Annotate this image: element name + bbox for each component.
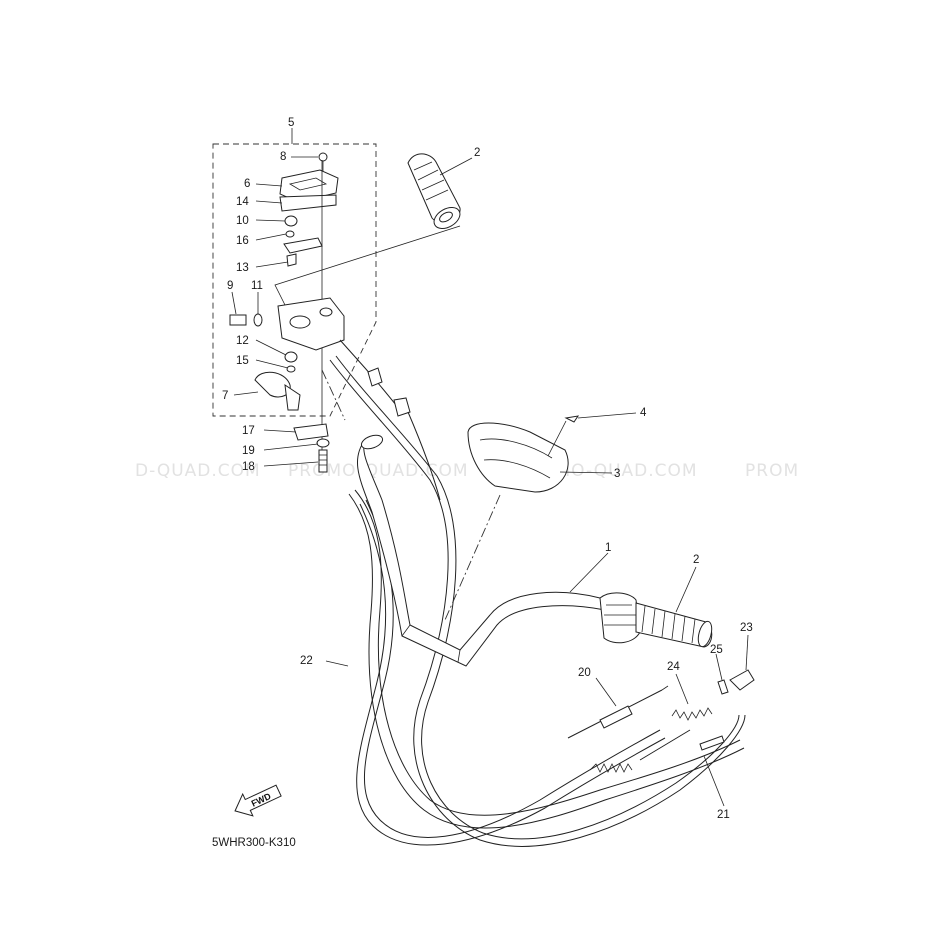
callout-3: 3 [614, 468, 620, 480]
callout-24: 24 [667, 661, 680, 673]
callout-4: 4 [640, 407, 647, 419]
rod-25 [717, 679, 729, 695]
callout-1: 1 [605, 542, 611, 554]
switch-housing [277, 297, 345, 351]
lever-7 [254, 371, 301, 411]
callout-6: 6 [244, 178, 250, 190]
callout-17: 17 [242, 425, 255, 437]
callout-9: 9 [227, 280, 233, 292]
fwd-arrow-icon: FWD [234, 784, 282, 817]
spring-24 [671, 707, 713, 721]
nut-10 [284, 215, 298, 227]
grip-2-right [635, 602, 713, 648]
bolt-18 [318, 449, 328, 473]
callout-16: 16 [236, 235, 249, 247]
watermark: D-QUAD.COM PROMO-QUAD.COM PROMO-QUAD.COM… [135, 461, 799, 481]
bracket-23 [729, 669, 755, 691]
callout-22: 22 [300, 655, 313, 667]
callout-2-top: 2 [474, 147, 480, 159]
throttle-housing [599, 592, 641, 644]
callout-2-right: 2 [693, 554, 699, 566]
callout-19: 19 [242, 445, 255, 457]
cap-4 [564, 415, 580, 423]
screw-13 [286, 253, 297, 267]
washer-19 [316, 438, 330, 448]
cable-22 [348, 489, 745, 846]
assembly-box-5 [212, 143, 377, 417]
watermark-text-2: PROMO-QUAD.COM [288, 461, 469, 481]
grip-2-top [407, 153, 461, 229]
callout-11: 11 [251, 280, 263, 292]
bolt-9 [229, 314, 247, 326]
diagram-code: 5WHR300-K310 [212, 837, 296, 849]
callout-18: 18 [242, 461, 255, 473]
callout-8: 8 [280, 151, 286, 163]
cable-20 [567, 685, 669, 739]
housing-ref-line [321, 369, 346, 421]
lever-plate [283, 237, 323, 254]
clamp-17 [293, 423, 329, 441]
callout-25: 25 [710, 644, 723, 656]
watermark-text-4: PROM [745, 461, 799, 481]
cable-21-spring [589, 729, 725, 773]
callout-13: 13 [236, 262, 249, 274]
callout-12: 12 [236, 335, 249, 347]
cover-ref-line [444, 494, 501, 621]
collar-11 [253, 313, 263, 327]
callout-5: 5 [288, 117, 294, 129]
callout-15: 15 [236, 355, 249, 367]
plate-14 [279, 194, 337, 212]
callout-10: 10 [236, 215, 249, 227]
callout-14: 14 [236, 196, 249, 208]
screw-8 [318, 152, 328, 172]
nut-12 [284, 351, 298, 363]
throttle-cable [339, 339, 441, 501]
callout-21: 21 [717, 809, 730, 821]
grip-ref-line [274, 225, 461, 306]
callouts: 5 8 6 14 10 16 13 9 11 12 15 7 17 19 18 … [222, 117, 753, 821]
callout-23: 23 [740, 622, 753, 634]
watermark-text-1: D-QUAD.COM [135, 461, 261, 481]
cover-6 [279, 169, 339, 203]
washer-16 [285, 230, 295, 238]
callout-7: 7 [222, 390, 228, 402]
washer-15 [286, 365, 296, 373]
leader-lines [231, 128, 749, 807]
cover-3 [467, 422, 569, 493]
callout-20: 20 [578, 667, 591, 679]
